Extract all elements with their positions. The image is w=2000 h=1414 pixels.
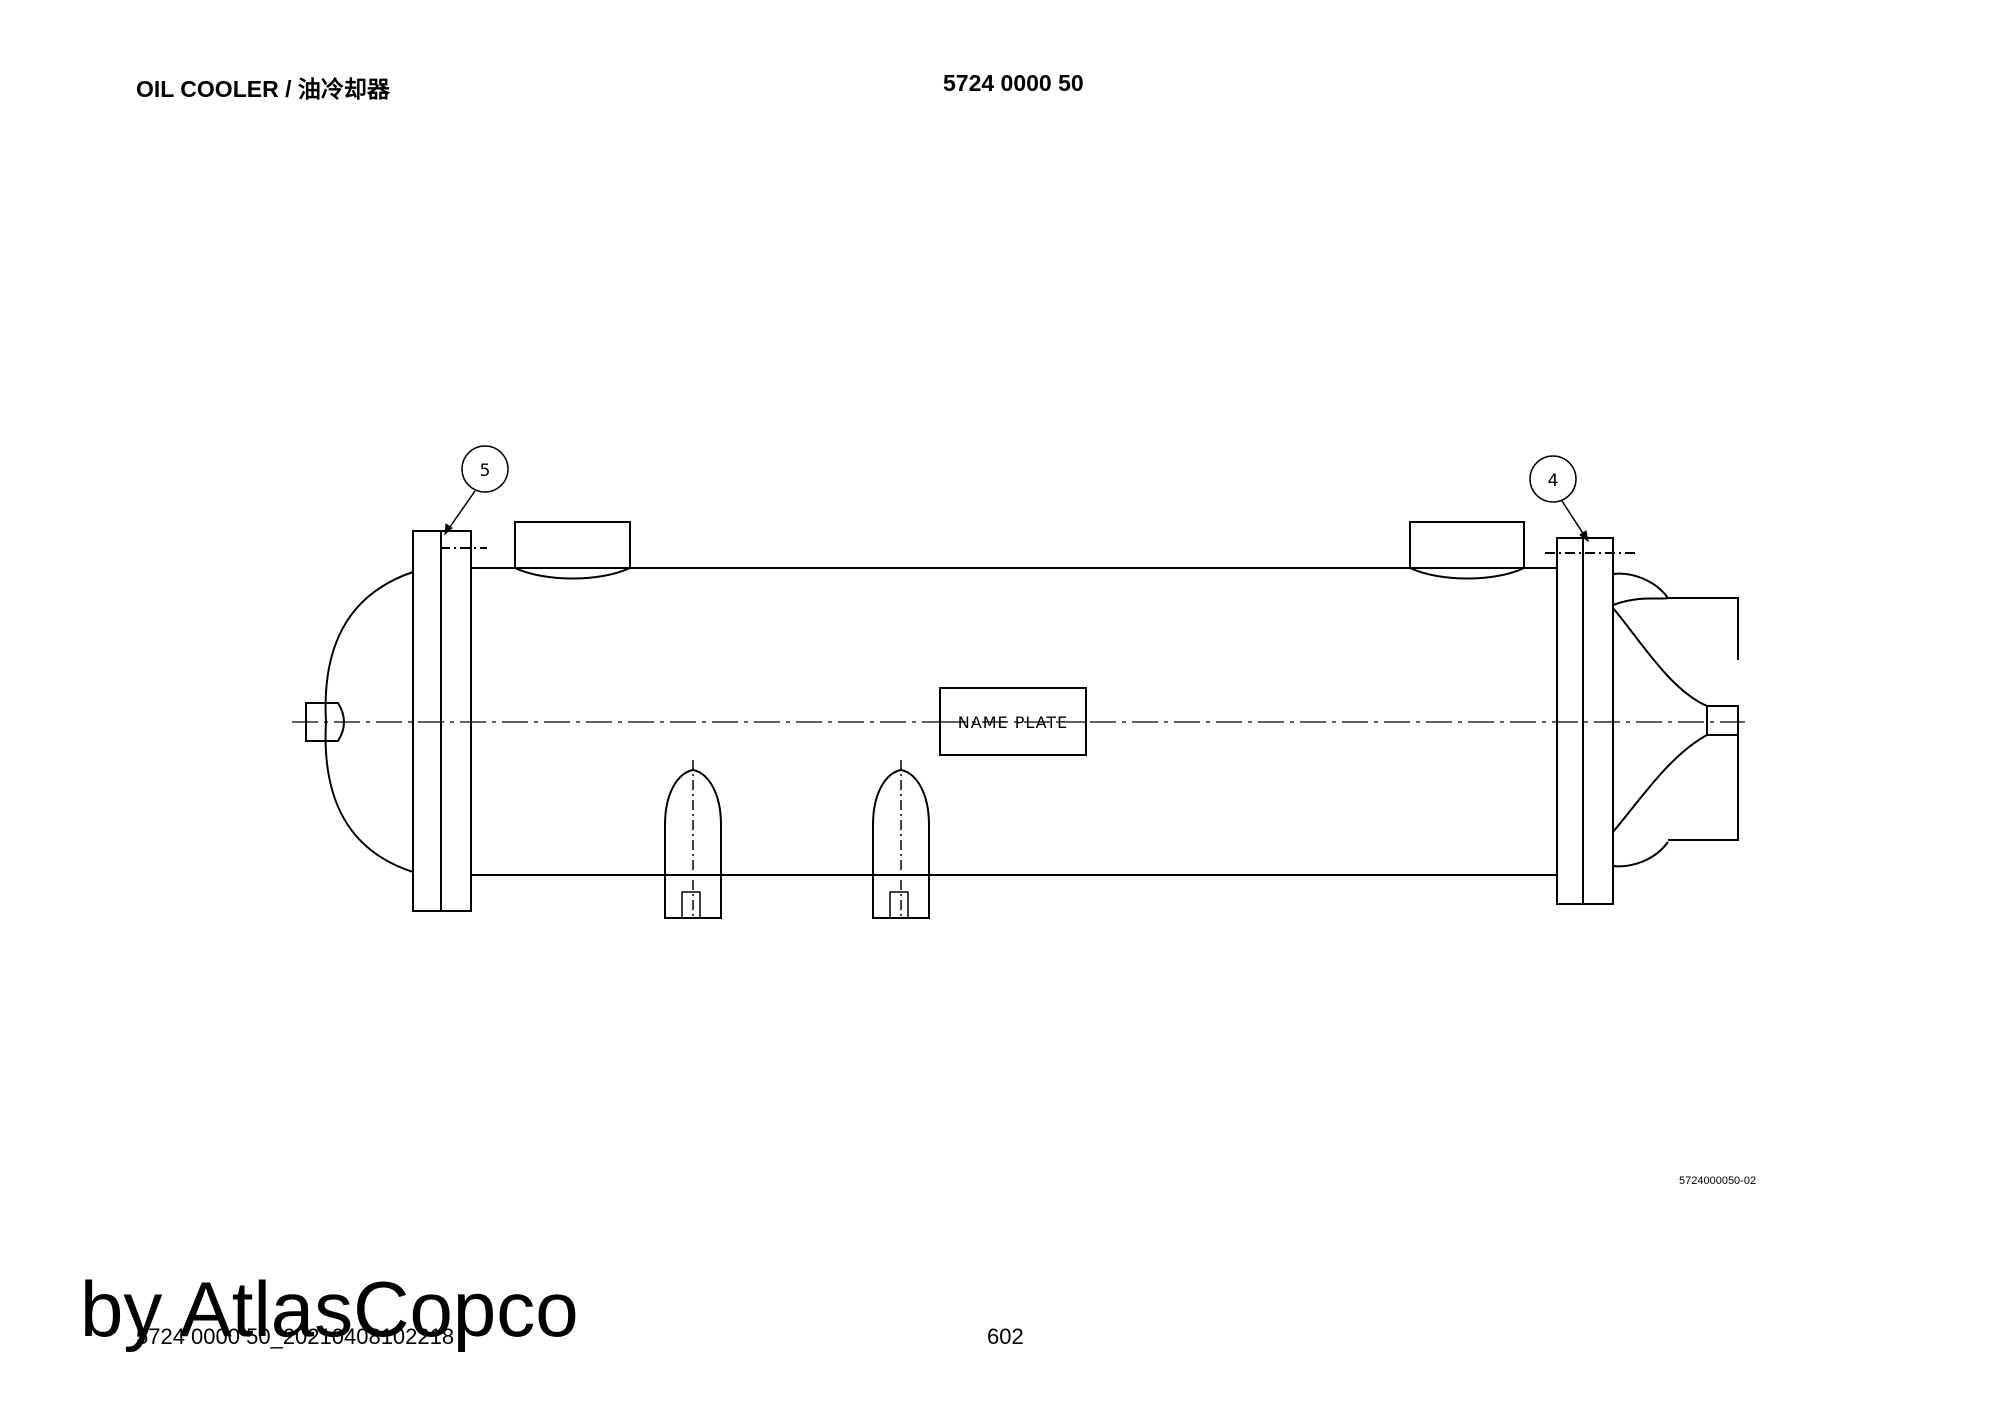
right-channel-head — [1612, 572, 1739, 868]
document-id: 5724 0000 50_20210408102218 — [136, 1324, 455, 1349]
document-title: OIL COOLER / 油冷却器 — [136, 76, 390, 102]
balloon-5-label: 5 — [480, 461, 491, 481]
watermark: by AtlasCopco — [80, 1265, 579, 1353]
top-support-right — [1409, 521, 1525, 580]
page-number: 602 — [987, 1324, 1024, 1349]
bottom-connector-2 — [872, 760, 930, 919]
balloon-5: 5 — [444, 445, 509, 536]
left-flange — [412, 530, 487, 912]
bottom-connector-1 — [664, 760, 722, 919]
balloon-4: 4 — [1529, 455, 1589, 543]
right-flange — [1545, 537, 1637, 905]
name-plate-label: NAME PLATE — [958, 713, 1068, 732]
part-number: 5724 0000 50 — [943, 70, 1084, 96]
name-plate: NAME PLATE — [939, 687, 1087, 756]
drawing-reference: 5724000050-02 — [1679, 1175, 1757, 1187]
shell-body — [472, 567, 1557, 876]
top-support-left — [514, 521, 631, 580]
balloon-4-label: 4 — [1548, 471, 1559, 491]
left-nozzle — [305, 702, 345, 742]
